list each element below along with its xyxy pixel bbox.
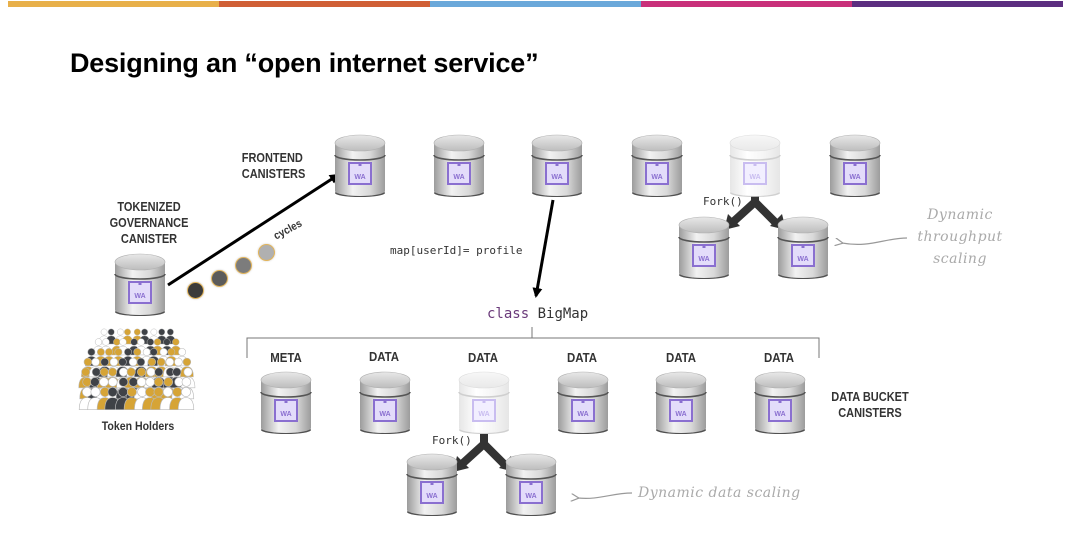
- canister-wa-icon: WA: [458, 371, 510, 434]
- svg-text:WA: WA: [426, 493, 437, 500]
- frontend-canister: WA: [530, 133, 584, 199]
- frontend-fork-child: WA: [776, 215, 830, 281]
- throughput-note-line-3: scaling: [933, 251, 987, 267]
- bucket-label: META: [270, 350, 302, 365]
- color-segment-5: [852, 1, 1063, 7]
- color-segment-1: [8, 1, 219, 7]
- governance-canister: WA: [113, 252, 167, 318]
- bucket-label: DATA: [467, 350, 499, 365]
- bucket-label: DATA: [368, 349, 400, 364]
- data-bucket-label-line-1: DATA BUCKET: [831, 390, 909, 404]
- bigmap-class-declaration: class BigMap: [487, 306, 588, 322]
- data-canister: WA: [358, 370, 412, 436]
- frontend-canister: WA: [828, 133, 882, 199]
- frontend-canister: WA: [333, 133, 387, 199]
- canister-wa-icon: WA: [505, 453, 557, 516]
- data-scaling-note: Dynamic data scaling: [638, 485, 801, 501]
- data-fork-child: WA: [405, 452, 459, 518]
- governance-label-line-2: GOVERNANCE: [109, 216, 189, 230]
- token-holders-label: Token Holders: [101, 419, 175, 433]
- cycles-label: cycles: [271, 217, 305, 243]
- slide-title: Designing an “open internet service”: [70, 48, 539, 78]
- color-segment-2: [219, 1, 430, 7]
- data-bucket-label: DATA BUCKET CANISTERS: [824, 389, 916, 421]
- cycles-coin-icon: [258, 244, 275, 261]
- frontend-fork-label: Fork(): [703, 195, 743, 208]
- color-segment-3: [430, 1, 641, 7]
- svg-text:WA: WA: [379, 411, 390, 418]
- canister-wa-icon: WA: [557, 371, 609, 434]
- canister-wa-icon: WA: [678, 216, 730, 279]
- cycles-coin-icon: [211, 270, 228, 287]
- canister-wa-icon: WA: [406, 453, 458, 516]
- frontend-fork-child: WA: [677, 215, 731, 281]
- svg-text:WA: WA: [478, 411, 489, 418]
- svg-text:WA: WA: [675, 411, 686, 418]
- svg-text:WA: WA: [698, 256, 709, 263]
- frontend-label: FRONTEND CANISTERS: [242, 150, 326, 182]
- svg-text:WA: WA: [749, 174, 760, 181]
- svg-text:WA: WA: [577, 411, 588, 418]
- top-color-bar: [8, 1, 1063, 7]
- frontend-canister: WA: [630, 133, 684, 199]
- svg-text:WA: WA: [280, 411, 291, 418]
- canister-wa-icon: WA: [334, 134, 386, 197]
- throughput-note: Dynamic throughput scaling: [900, 204, 1020, 270]
- color-segment-4: [641, 1, 852, 7]
- canister-wa-icon: WA: [114, 253, 166, 316]
- svg-text:WA: WA: [774, 411, 785, 418]
- person-icon: [177, 387, 195, 411]
- svg-text:WA: WA: [453, 174, 464, 181]
- throughput-note-line-2: throughput: [917, 229, 1003, 245]
- svg-text:WA: WA: [797, 256, 808, 263]
- data-canister: WA: [654, 370, 708, 436]
- canister-wa-icon: WA: [359, 371, 411, 434]
- data-bucket-label-line-2: CANISTERS: [838, 406, 902, 420]
- frontend-canister-faded: WA: [728, 133, 782, 199]
- svg-text:WA: WA: [525, 493, 536, 500]
- cycles-coin-icon: [235, 257, 252, 274]
- governance-label-line-3: CANISTER: [120, 232, 178, 246]
- bucket-bracket: [246, 337, 820, 358]
- frontend-canister: WA: [432, 133, 486, 199]
- data-note-arrow: [578, 492, 633, 498]
- data-fork-child: WA: [504, 452, 558, 518]
- canister-wa-icon: WA: [754, 371, 806, 434]
- governance-label: TOKENIZED GOVERNANCE CANISTER: [101, 199, 198, 247]
- canister-wa-icon: WA: [631, 134, 683, 197]
- map-expression: map[userId]= profile: [390, 244, 523, 257]
- canister-wa-icon: WA: [260, 371, 312, 434]
- canister-wa-icon: WA: [729, 134, 781, 197]
- throughput-note-line-1: Dynamic: [927, 207, 993, 223]
- throughput-note-arrow: [842, 237, 908, 244]
- bucket-label: DATA: [566, 350, 598, 365]
- data-canister: WA: [556, 370, 610, 436]
- canister-wa-icon: WA: [777, 216, 829, 279]
- bucket-label: DATA: [763, 350, 795, 365]
- canister-wa-icon: WA: [829, 134, 881, 197]
- class-keyword: class: [487, 306, 530, 322]
- canister-wa-icon: WA: [655, 371, 707, 434]
- svg-text:WA: WA: [849, 174, 860, 181]
- cycles-coin-icon: [187, 282, 204, 299]
- class-name: BigMap: [537, 306, 589, 322]
- meta-canister: WA: [259, 370, 313, 436]
- frontend-label-line-2: CANISTERS: [241, 167, 306, 181]
- crowd-icon: [74, 322, 200, 411]
- svg-text:WA: WA: [354, 174, 365, 181]
- svg-text:WA: WA: [551, 174, 562, 181]
- frontend-label-line-1: FRONTEND: [241, 151, 303, 165]
- svg-text:WA: WA: [134, 293, 145, 300]
- canister-wa-icon: WA: [433, 134, 485, 197]
- canister-wa-icon: WA: [531, 134, 583, 197]
- svg-text:WA: WA: [651, 174, 662, 181]
- data-canister-faded: WA: [457, 370, 511, 436]
- data-canister: WA: [753, 370, 807, 436]
- frontend-to-bigmap-arrow: [532, 199, 555, 298]
- bucket-label: DATA: [665, 350, 697, 365]
- data-fork-label: Fork(): [432, 434, 472, 447]
- governance-label-line-1: TOKENIZED: [117, 200, 181, 214]
